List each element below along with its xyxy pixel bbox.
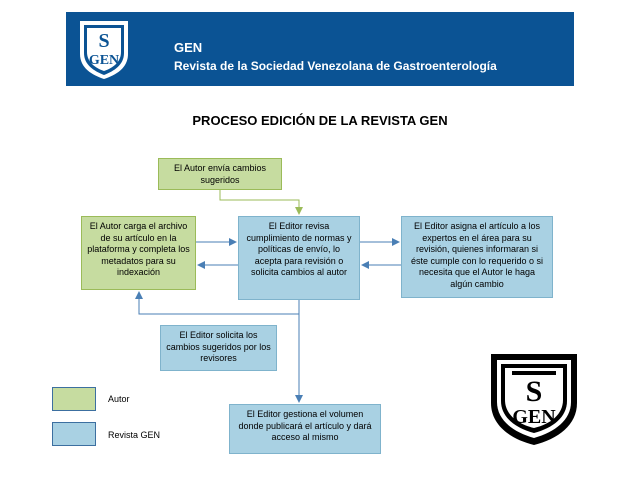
svg-text:GEN: GEN: [89, 53, 119, 68]
page-title: PROCESO EDICIÓN DE LA REVISTA GEN: [192, 113, 448, 128]
box-autor-carga-text: El Autor carga el archivo de su artículo…: [87, 221, 190, 277]
gen-shield-logo-icon: S GEN: [491, 354, 577, 445]
svg-text:GEN: GEN: [512, 406, 556, 428]
legend-label-revista: Revista GEN: [108, 430, 161, 440]
box-editor-solicita: El Editor solicita los cambios sugeridos…: [160, 325, 277, 371]
box-editor-gestiona: El Editor gestiona el volumen donde publ…: [229, 404, 381, 454]
box-editor-revisa: El Editor revisa cumplimiento de normas …: [238, 216, 360, 300]
box-autor-envia-cambios: El Autor envía cambios sugeridos: [158, 158, 282, 190]
box-editor-solicita-text: El Editor solicita los cambios sugeridos…: [166, 330, 271, 363]
box-editor-revisa-text: El Editor revisa cumplimiento de normas …: [246, 221, 352, 277]
box-autor-carga-archivo: El Autor carga el archivo de su artículo…: [81, 216, 196, 290]
journal-name: GEN: [174, 40, 203, 55]
legend-swatch-revista: [52, 422, 96, 446]
legend-label-autor: Autor: [108, 394, 130, 404]
svg-text:S: S: [526, 375, 543, 408]
box-editor-asigna-text: El Editor asigna el artículo a los exper…: [410, 221, 544, 289]
legend-swatch-autor: [52, 387, 96, 411]
svg-text:S: S: [98, 30, 109, 52]
journal-header: S GEN GEN Revista de la Sociedad Venezol…: [66, 12, 574, 86]
gen-logo-icon: S GEN: [80, 21, 128, 79]
journal-subtitle: Revista de la Sociedad Venezolana de Gas…: [174, 59, 497, 73]
box-editor-gestiona-text: El Editor gestiona el volumen donde publ…: [238, 409, 372, 442]
arrow-envia-to-revisa: [219, 190, 303, 215]
box-editor-asigna: El Editor asigna el artículo a los exper…: [401, 216, 553, 298]
box-autor-envia-text: El Autor envía cambios sugeridos: [173, 163, 267, 185]
